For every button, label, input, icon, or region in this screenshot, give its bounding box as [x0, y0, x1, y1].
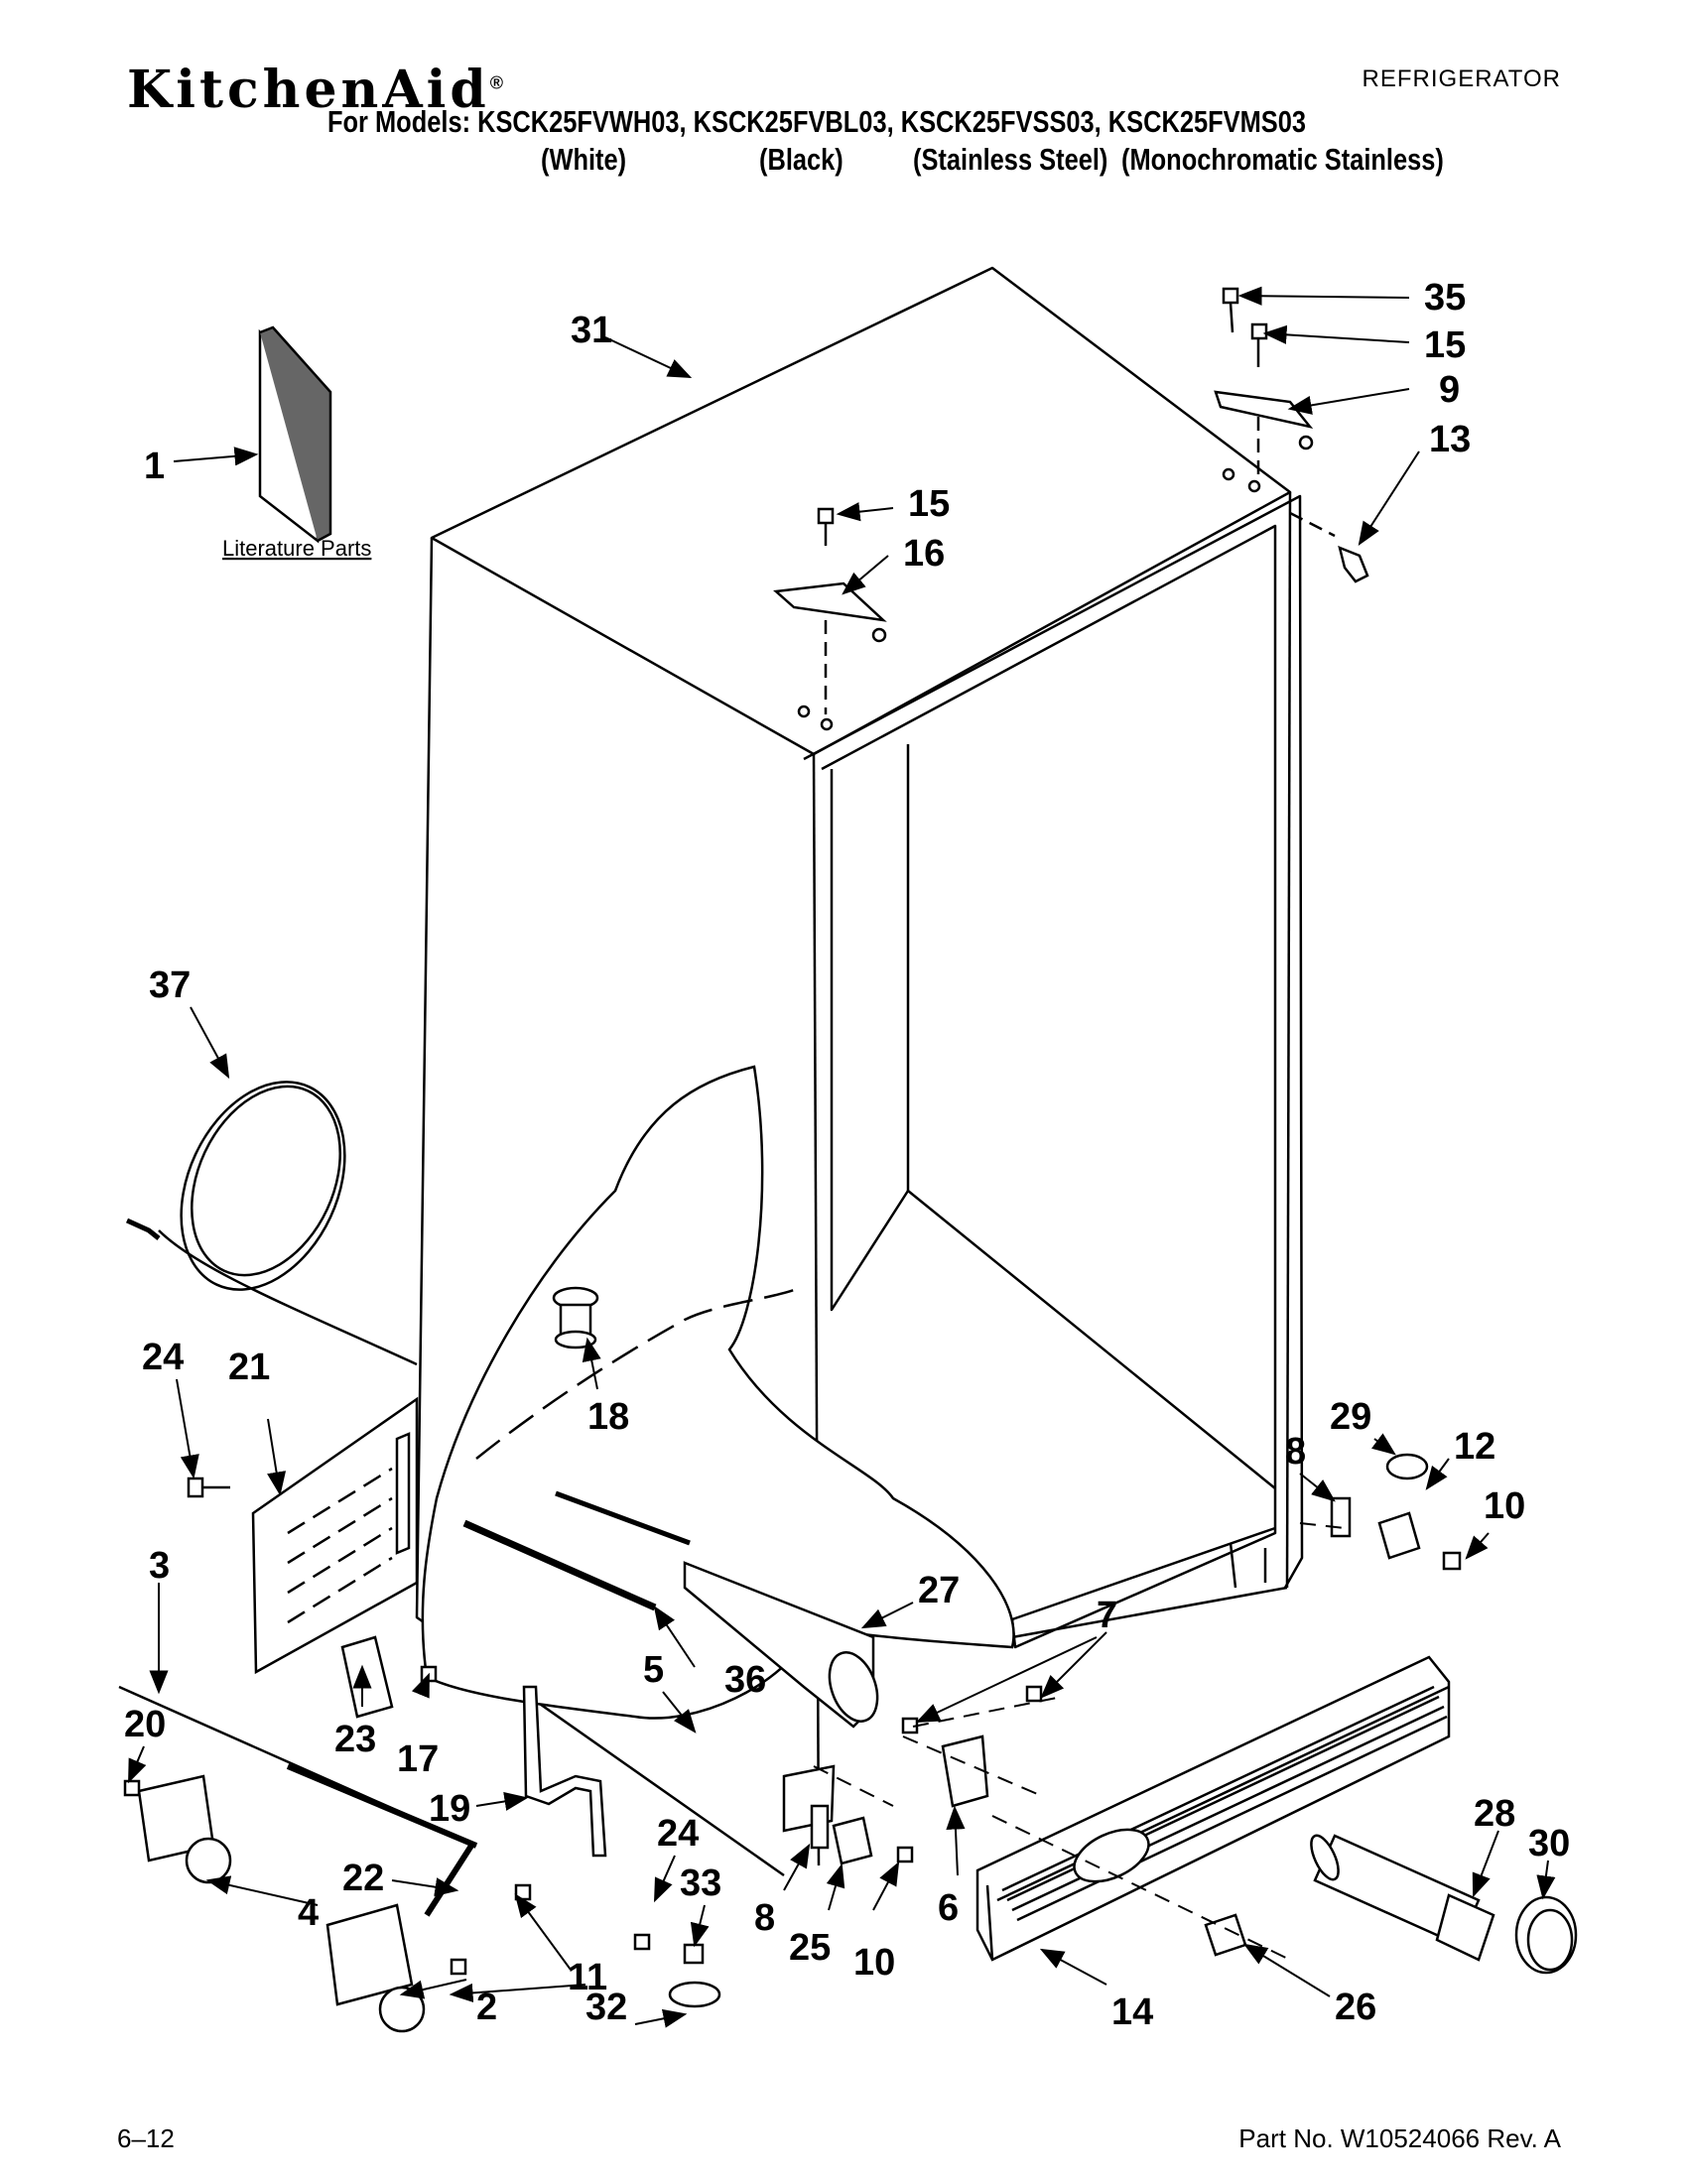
front-leveling-bracket-left [137, 1774, 232, 1884]
page-number: 6–12 [117, 2123, 175, 2153]
upper-hinge-assembly [1214, 287, 1369, 583]
compressor-access-panel [251, 1396, 419, 1675]
power-cord [125, 1081, 418, 1366]
callout-11: 11 [568, 1957, 607, 1998]
screws-small [123, 1665, 1043, 1976]
callout-15a: 15 [1424, 324, 1466, 366]
callout-25: 25 [789, 1927, 831, 1969]
callout-19: 19 [429, 1788, 470, 1830]
toe-grille-clip [941, 1734, 989, 1808]
callout-20: 20 [124, 1704, 166, 1745]
variant-black: (Black) [759, 142, 844, 177]
drain-tube [522, 1685, 607, 1858]
callout-13: 13 [1429, 419, 1471, 460]
callout-labels: 31 35 15 9 13 1 15 16 37 24 21 18 29 8 1… [124, 277, 1570, 2033]
lower-hinge-bracket [810, 1804, 873, 1865]
callout-2: 2 [476, 1987, 497, 2028]
toe-grille [975, 1655, 1451, 1962]
toe-grille-rod [462, 1490, 691, 1611]
callout-35: 35 [1424, 277, 1466, 319]
callout-5: 5 [643, 1649, 664, 1691]
page-header: KitchenAid® REFRIGERATOR For Models: KSC… [0, 0, 1688, 189]
callout-3: 3 [149, 1545, 170, 1587]
callout-29: 29 [1330, 1396, 1371, 1438]
roller-pin [424, 1844, 474, 1917]
variant-stainless: (Stainless Steel) [913, 142, 1108, 177]
callout-21: 21 [228, 1347, 270, 1388]
literature-parts-icon [258, 325, 332, 544]
callout-24a: 24 [142, 1337, 184, 1378]
callout-8a: 8 [1285, 1431, 1306, 1473]
callout-18: 18 [587, 1396, 629, 1438]
callout-26: 26 [1335, 1987, 1376, 2028]
callout-12: 12 [1454, 1426, 1495, 1468]
callout-23: 23 [334, 1719, 376, 1760]
drain-grommet [552, 1286, 599, 1349]
callout-30: 30 [1528, 1823, 1570, 1864]
document-category: REFRIGERATOR [1362, 65, 1561, 92]
leader-arrows [128, 286, 1556, 2028]
callout-28: 28 [1474, 1793, 1515, 1835]
callout-6: 6 [938, 1887, 959, 1929]
callout-17: 17 [397, 1738, 439, 1780]
callout-15b: 15 [908, 483, 950, 525]
callout-22: 22 [342, 1858, 384, 1899]
water-filter [1310, 1834, 1495, 1962]
variant-monochromatic: (Monochromatic Stainless) [1121, 142, 1444, 177]
registered-mark: ® [489, 72, 508, 93]
leveling-foot [668, 1943, 721, 2008]
callout-36: 36 [724, 1659, 766, 1701]
callout-10b: 10 [853, 1942, 895, 1984]
cabinet-cutaway [421, 1065, 1015, 1833]
part-number: Part No. W10524066 Rev. A [1238, 2123, 1561, 2153]
callout-9: 9 [1439, 369, 1460, 411]
callout-7: 7 [1097, 1595, 1117, 1636]
screw-24-left [187, 1477, 230, 1498]
center-hinge-assembly [773, 507, 887, 731]
callout-1: 1 [144, 446, 165, 487]
brand-name: KitchenAid [127, 60, 490, 120]
callout-8b: 8 [754, 1897, 775, 1939]
callout-14: 14 [1111, 1991, 1153, 2033]
hinge-hardware-lower-right [1330, 1453, 1462, 1571]
callout-24b: 24 [657, 1813, 699, 1855]
callout-16: 16 [903, 533, 945, 575]
callout-31: 31 [571, 310, 612, 351]
callout-4: 4 [298, 1892, 319, 1934]
callout-27: 27 [918, 1570, 960, 1611]
callout-10a: 10 [1484, 1485, 1525, 1527]
leveling-rod [118, 1685, 478, 1849]
anti-tip-bracket [340, 1635, 394, 1719]
rear-roller-bracket [325, 1903, 426, 2033]
variant-white: (White) [541, 142, 627, 177]
dashed-guides [813, 1522, 1346, 1961]
filter-cap [1514, 1895, 1578, 1975]
models-line: For Models: KSCK25FVWH03, KSCK25FVBL03, … [327, 104, 1306, 139]
callout-37: 37 [149, 964, 191, 1006]
callout-32: 32 [585, 1987, 627, 2028]
filter-housing [683, 1561, 879, 1729]
literature-parts-label: Literature Parts [222, 536, 371, 561]
brand-logo: KitchenAid® [127, 60, 507, 120]
callout-33: 33 [680, 1863, 721, 1904]
